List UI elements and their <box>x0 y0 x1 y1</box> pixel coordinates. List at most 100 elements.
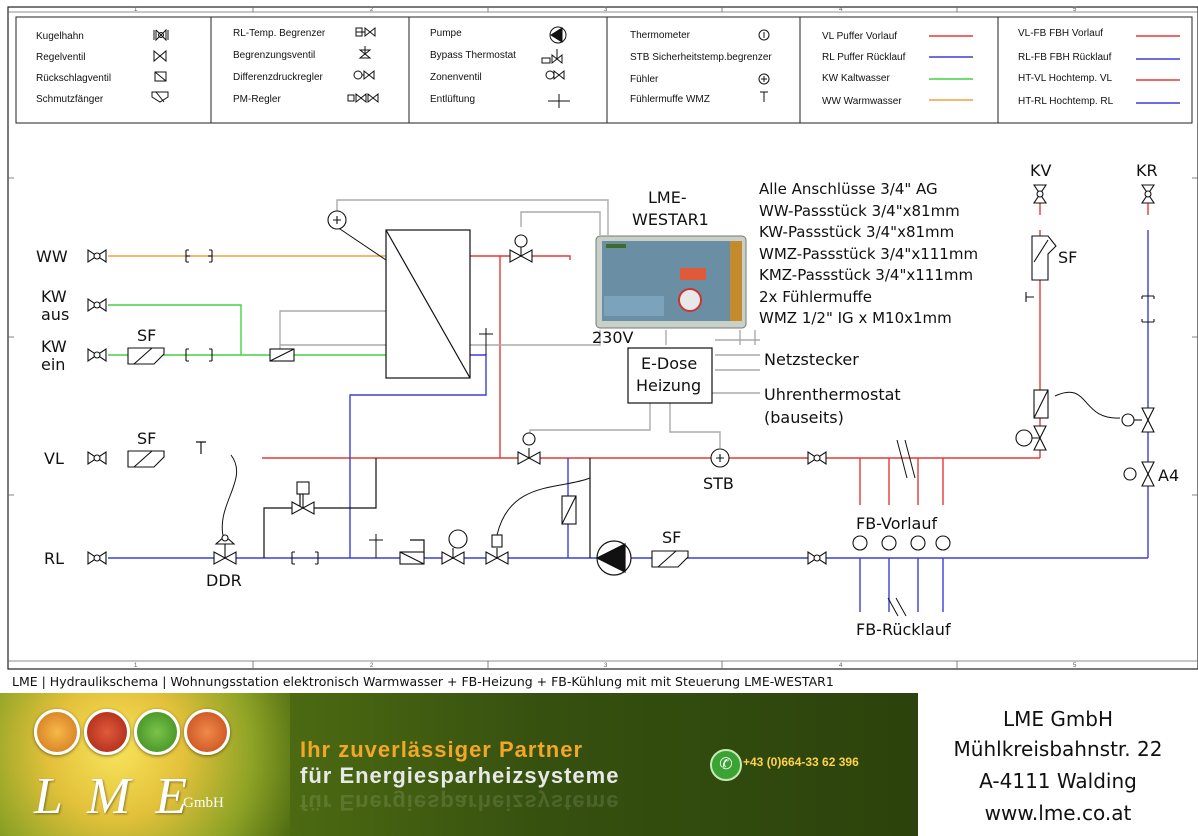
label-ddr: DDR <box>206 571 242 590</box>
zone-valve-icon <box>485 534 509 565</box>
label-vl: VL <box>44 449 64 468</box>
ruler-label-1: 1 <box>134 7 138 13</box>
lme-logo: L M E <box>34 768 194 825</box>
note-5: KMZ-Passstück 3/4"x111mm <box>759 266 973 284</box>
slogan-line-2: für Energiesparheizsysteme <box>300 763 620 788</box>
zone-valve-icon <box>1123 461 1155 487</box>
ball-valve-icon <box>153 28 169 42</box>
dirt-trap-icon <box>127 450 165 468</box>
hydraulic-schematic: 1 2 3 4 5 1 2 3 4 5 Kugelhahn Regelventi… <box>7 6 1198 670</box>
legend-ww: WW Warmwasser <box>822 96 902 107</box>
dirt-trap-icon <box>1031 235 1057 281</box>
control-valves <box>213 210 1155 565</box>
vent-icon <box>548 94 570 108</box>
legend-ht-rl: HT-RL Hochtemp. RL <box>1018 96 1114 107</box>
bottom-ruler <box>8 660 1198 669</box>
thermometer-icon <box>758 29 770 41</box>
drawing-caption: LME | Hydraulikschema | Wohnungsstation … <box>12 674 834 689</box>
ruler-bottom-4: 4 <box>839 663 843 669</box>
legend-differenzdruckregler: Differenzdruckregler <box>233 72 324 83</box>
solar-icon <box>34 709 80 755</box>
label-rl: RL <box>44 549 64 568</box>
label-sf-kv: SF <box>1058 248 1077 267</box>
label-kw-aus-2: aus <box>41 305 69 324</box>
temp-limiter-icon <box>355 26 376 38</box>
label-kv: KV <box>1030 161 1051 180</box>
label-uhrenthermostat-2: (bauseits) <box>764 408 844 427</box>
bypass-thermostat-icon <box>541 49 563 65</box>
zone-valve-icon <box>545 69 565 81</box>
top-ruler <box>8 7 1198 13</box>
legend-regelventil: Regelventil <box>36 52 85 63</box>
check-valves <box>269 348 1049 565</box>
label-uhrenthermostat-1: Uhrenthermostat <box>764 385 901 404</box>
legend-rl-puffer: RL Puffer Rücklauf <box>822 52 906 63</box>
legend-lines-col6 <box>1136 35 1180 104</box>
check-valve-icon <box>1033 389 1049 419</box>
air-vent-hx <box>479 328 493 355</box>
check-valve-icon <box>269 348 295 362</box>
address-street: Mühlkreisbahnstr. 22 <box>953 737 1163 761</box>
phone-icon: ✆ <box>710 749 742 781</box>
control-valve-icon <box>441 529 468 565</box>
ball-valve-icon <box>87 248 107 264</box>
ball-valve-icon <box>87 450 107 466</box>
control-valve-icon <box>517 432 541 465</box>
heat-exchanger-icon <box>385 229 471 379</box>
address-website[interactable]: www.lme.co.at <box>984 801 1132 825</box>
ball-valve-icon <box>87 347 107 363</box>
footer-banner: L M E GmbH Ihr zuverlässiger Partner für… <box>0 693 918 836</box>
legend-ht-vl: HT-VL Hochtemp. VL <box>1018 73 1113 84</box>
thermometer-icon <box>710 448 730 468</box>
legend-fuehlermuffe: Fühlermuffe WMZ <box>630 94 710 105</box>
note-3: KW-Passstück 3/4"x81mm <box>759 223 954 241</box>
address-company: LME GmbH <box>1002 707 1114 731</box>
controller-westar1 <box>595 235 747 329</box>
sensor-icon <box>758 73 770 85</box>
label-sf-rl: SF <box>662 528 681 547</box>
ball-valve-icon <box>87 297 107 313</box>
lme-logo-gmbh: GmbH <box>183 795 224 811</box>
legend-thermometer: Thermometer <box>630 30 691 41</box>
pump-icon <box>549 26 567 44</box>
ruler-label-4: 4 <box>839 7 843 13</box>
control-valve-icon <box>1015 425 1047 451</box>
label-stb: STB <box>703 474 734 493</box>
label-kw-aus-1: KW <box>41 287 67 306</box>
ruler-bottom-1: 1 <box>134 663 138 669</box>
ball-valves <box>87 184 1156 566</box>
label-netzstecker: Netzstecker <box>764 350 859 369</box>
phone-number[interactable]: +43 (0)664-33 62 396 <box>743 755 859 769</box>
control-valve-icon <box>1121 407 1155 433</box>
legend-pm-regler: PM-Regler <box>233 94 281 105</box>
legend-schmutzfaenger: Schmutzfänger <box>36 94 104 105</box>
differential-pressure-icon <box>353 69 375 81</box>
ruler-label-2: 2 <box>370 7 374 13</box>
limit-valve-icon <box>358 46 372 59</box>
label-sf-vl: SF <box>137 429 156 448</box>
address-city: A-4111 Walding <box>979 769 1137 793</box>
label-fb-ruecklauf: FB-Rücklauf <box>856 620 951 639</box>
check-valve-icon <box>399 551 425 565</box>
ruler-label-3: 3 <box>604 7 608 13</box>
pump-icon <box>595 540 632 576</box>
label-edose-1: E-Dose <box>641 354 697 373</box>
control-valve-icon <box>153 49 167 63</box>
ball-valve-icon <box>1032 184 1048 204</box>
label-kw-ein-1: KW <box>41 337 67 356</box>
pass-pieces <box>185 249 1155 565</box>
dirt-trap-icon <box>651 550 689 568</box>
thermometer-icon <box>327 210 347 230</box>
control-valve-icon <box>509 234 533 263</box>
ball-valve-icon <box>1140 184 1156 204</box>
ruler-bottom-5: 5 <box>1073 663 1077 669</box>
slogan-reflection: für Energiesparheizsysteme <box>300 790 620 815</box>
legend-vl-fb: VL-FB FBH Vorlauf <box>1018 28 1103 39</box>
legend-zonenventil: Zonenventil <box>430 72 482 83</box>
legend-icons-col2 <box>347 26 379 104</box>
legend-rl-fb: RL-FB FBH Rücklauf <box>1018 52 1112 63</box>
legend-fuehler: Fühler <box>630 74 659 85</box>
ball-valve-icon <box>87 550 107 566</box>
legend-icons-col1 <box>151 28 169 103</box>
label-kr: KR <box>1136 161 1158 180</box>
